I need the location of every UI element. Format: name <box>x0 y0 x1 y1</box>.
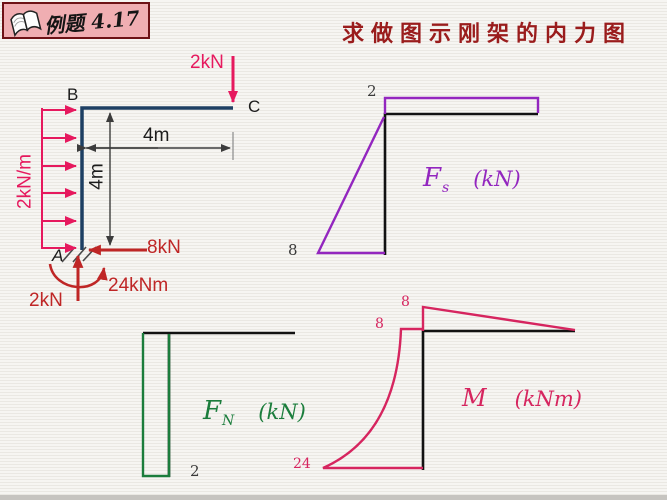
frame-members <box>80 106 233 250</box>
moment-diagram-title: M (kNm) <box>462 384 582 412</box>
joint-label-b: B <box>67 85 79 104</box>
dimension-lines <box>77 112 234 246</box>
moment-column-bottom-value: 24 <box>293 456 311 472</box>
moment-diagram-plot <box>322 305 576 470</box>
beam-dimension-label: 4m <box>143 125 170 146</box>
moment-column-top-value: 8 <box>375 316 384 332</box>
horizontal-reaction-label: 8kN <box>147 237 181 258</box>
moment-unit: (kNm) <box>514 387 582 411</box>
slide-bottom-edge <box>0 495 667 500</box>
joint-label-a: A <box>52 246 64 265</box>
joint-label-c: C <box>248 97 261 116</box>
title-box: 例题 4.17 <box>2 2 150 39</box>
axial-column-value: 2 <box>190 462 200 480</box>
axial-symbol: F <box>203 396 222 426</box>
moment-symbol: M <box>462 384 487 412</box>
slide-heading: 求做图示刚架的内力图 <box>342 21 633 47</box>
column-dimension-label: 4m <box>86 163 108 190</box>
shear-unit: (kN) <box>473 167 521 191</box>
shear-subscript: s <box>442 180 450 196</box>
page-title: 例题 4.17 <box>43 5 141 39</box>
shear-diagram-plot <box>316 96 540 255</box>
distributed-load-arrows <box>41 105 77 253</box>
moment-beam-value: 8 <box>401 294 410 310</box>
vertical-reaction-label: 2kN <box>29 290 63 311</box>
axial-diagram-plot <box>141 333 171 478</box>
shear-symbol: F <box>423 163 442 193</box>
top-load-label: 2kN <box>190 52 224 73</box>
book-icon <box>10 9 42 37</box>
distributed-load-label: 2kN/m <box>14 154 36 209</box>
axial-subscript: N <box>222 413 235 429</box>
moment-reaction-arc <box>48 263 108 289</box>
axial-unit: (kN) <box>258 400 306 424</box>
shear-beam-value: 2 <box>367 82 377 100</box>
shear-column-value: 8 <box>288 241 298 259</box>
moment-reaction-label: 24kNm <box>108 275 169 296</box>
